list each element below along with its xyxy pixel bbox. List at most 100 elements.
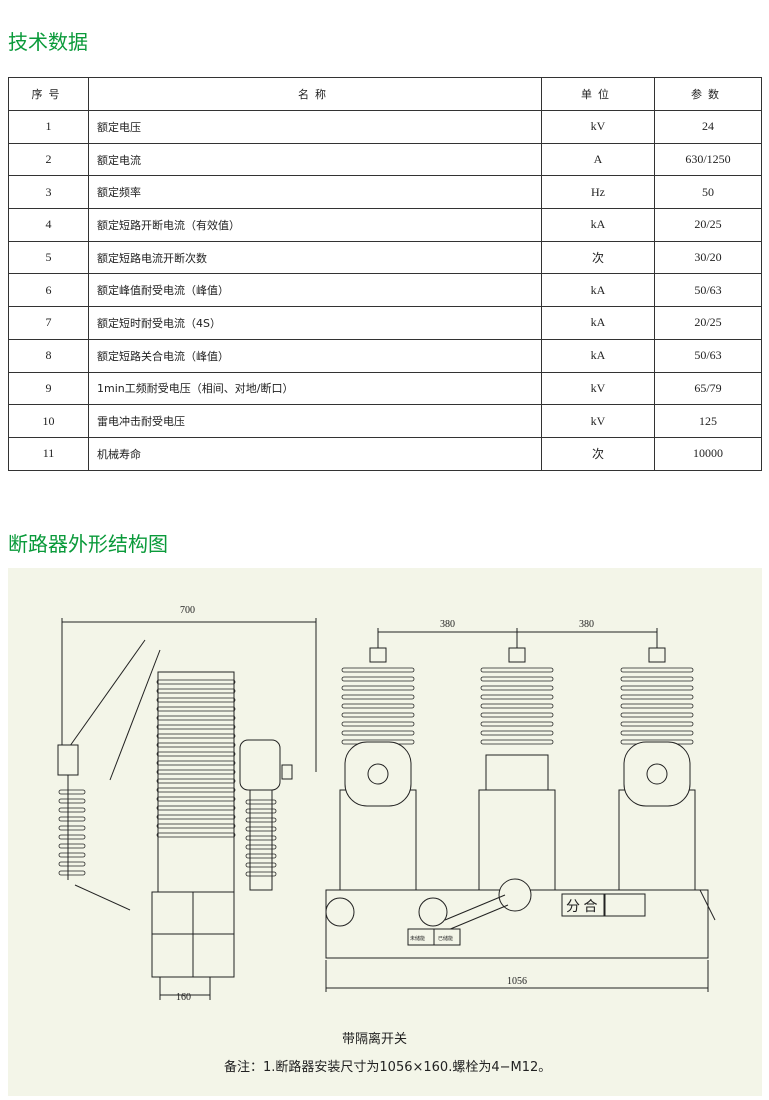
cell-value: 20/25 [654, 306, 762, 340]
insulator-shed [341, 667, 415, 673]
insulator-shed [245, 808, 277, 814]
label-uncharged: 未储能 [410, 935, 425, 942]
insulator-shed [156, 751, 236, 757]
insulator-shed [58, 807, 86, 813]
cell-name: 雷电冲击耐受电压 [88, 404, 542, 438]
breaker-outline-drawing: 700 380 380 1056 160 分 合 未储能 [57, 605, 716, 1003]
cell-unit: kV [541, 110, 655, 144]
insulator-shed [156, 796, 236, 802]
insulator-shed [620, 694, 694, 700]
cell-name: 额定电压 [88, 110, 542, 144]
cell-unit: 次 [541, 436, 655, 471]
insulator-shed [245, 853, 277, 859]
insulator-shed [245, 799, 277, 805]
open-close-indicator: 分 合 [566, 899, 598, 915]
cell-value: 50/63 [654, 338, 762, 373]
insulator-shed [245, 826, 277, 832]
insulator-shed [341, 712, 415, 718]
cell-unit: kA [541, 306, 655, 340]
insulator-shed [156, 805, 236, 811]
cell-index: 5 [8, 240, 89, 275]
cell-name: 额定短路电流开断次数 [88, 240, 542, 275]
drawing-caption: 带隔离开关 [342, 1032, 408, 1047]
insulator-shed [620, 685, 694, 691]
insulator-shed [58, 834, 86, 840]
cell-index: 6 [8, 273, 89, 308]
insulator-shed [156, 814, 236, 820]
insulator-shed [245, 844, 277, 850]
cell-unit: kA [541, 208, 655, 242]
cell-value: 10000 [654, 436, 762, 471]
side-view [57, 639, 293, 978]
cell-name: 1min工频耐受电压（相间、对地/断口） [88, 371, 542, 406]
insulator-shed [58, 843, 86, 849]
insulator-shed [341, 703, 415, 709]
insulator-shed [156, 787, 236, 793]
label-charged: 已储能 [438, 935, 453, 942]
insulator-shed [245, 871, 277, 877]
insulator-shed [620, 712, 694, 718]
insulator-shed [245, 862, 277, 868]
insulator-shed [341, 730, 415, 736]
cell-index: 9 [8, 371, 89, 406]
insulator-shed [156, 688, 236, 694]
cell-unit: Hz [541, 175, 655, 210]
insulator-shed [156, 679, 236, 685]
insulator-shed [156, 832, 236, 838]
dim-380-b: 380 [579, 619, 594, 630]
dim-700: 700 [180, 605, 195, 616]
dimension-lines [61, 618, 709, 1000]
insulator-shed [480, 721, 554, 727]
cell-unit: 次 [541, 240, 655, 275]
cell-value: 30/20 [654, 240, 762, 275]
insulator-shed [620, 730, 694, 736]
cell-unit: kA [541, 338, 655, 373]
cell-name: 机械寿命 [88, 436, 542, 471]
insulator-shed [156, 823, 236, 829]
cell-index: 10 [8, 404, 89, 438]
cell-index: 2 [8, 142, 89, 177]
cell-index: 8 [8, 338, 89, 373]
section-title-drawing: 断路器外形结构图 [8, 532, 168, 556]
insulator-shed [341, 676, 415, 682]
insulator-shed [341, 721, 415, 727]
cell-value: 65/79 [654, 371, 762, 406]
insulator-shed [58, 816, 86, 822]
insulator-shed [480, 694, 554, 700]
cell-value: 20/25 [654, 208, 762, 242]
insulator-shed [156, 724, 236, 730]
insulator-shed [156, 715, 236, 721]
insulator-shed [58, 861, 86, 867]
insulator-shed [156, 742, 236, 748]
cell-unit: A [541, 142, 655, 177]
cell-name: 额定短路开断电流（有效值） [88, 208, 542, 242]
dim-160: 160 [176, 992, 191, 1003]
dim-1056: 1056 [507, 976, 527, 987]
table-header: 序号 名称 单位 参数 [8, 77, 762, 111]
cell-index: 11 [8, 436, 89, 471]
insulator-shed [480, 712, 554, 718]
insulator-shed [620, 676, 694, 682]
cell-unit: kV [541, 404, 655, 438]
cell-name: 额定频率 [88, 175, 542, 210]
header-unit: 单位 [541, 77, 655, 111]
insulator-shed [480, 667, 554, 673]
header-index: 序号 [8, 77, 89, 111]
insulator-shed [58, 870, 86, 876]
cell-name: 额定短时耐受电流（4S） [88, 306, 542, 340]
insulator-shed [620, 703, 694, 709]
insulator-shed [341, 685, 415, 691]
insulator-shed [58, 798, 86, 804]
cell-name: 额定电流 [88, 142, 542, 177]
cell-name: 额定短路关合电流（峰值） [88, 338, 542, 373]
drawing-note: 备注：1.断路器安装尺寸为1056×160.螺栓为4−M12。 [224, 1060, 552, 1075]
